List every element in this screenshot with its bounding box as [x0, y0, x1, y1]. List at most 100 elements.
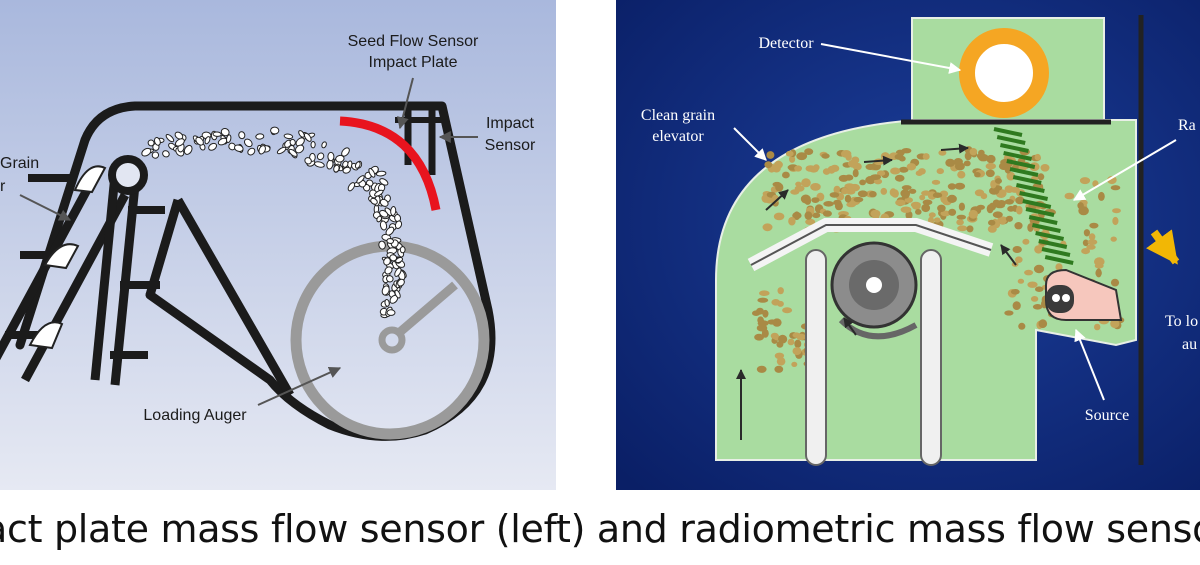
- grain-kernel: [782, 171, 790, 179]
- grain-kernel: [805, 218, 816, 225]
- grain-kernel: [772, 164, 781, 173]
- grain-kernel: [986, 204, 994, 214]
- grain-kernel: [1004, 199, 1014, 205]
- grain-particle: [394, 289, 401, 299]
- grain-kernel: [834, 201, 843, 211]
- flow-arrow: [843, 317, 857, 336]
- grain-kernel: [1012, 246, 1022, 253]
- grain-particle: [283, 133, 294, 140]
- radiation-rung: [1015, 183, 1045, 193]
- grain-kernel: [978, 154, 989, 162]
- grain-particle: [370, 197, 378, 205]
- radiation-rung: [1038, 239, 1068, 249]
- grain-kernel: [1055, 263, 1063, 271]
- grain-kernel: [1015, 256, 1023, 264]
- radiation-rung: [1022, 199, 1052, 209]
- grain-particle: [368, 168, 376, 178]
- grain-kernel: [995, 178, 1002, 184]
- grain-stream: [141, 126, 407, 319]
- grain-kernel: [765, 195, 774, 204]
- grain-kernel: [846, 201, 857, 208]
- grain-particle: [208, 142, 218, 151]
- grain-kernel: [901, 191, 910, 199]
- detector-icon: [959, 28, 1049, 118]
- radiation-rung: [1009, 167, 1039, 177]
- grain-kernel: [811, 197, 820, 204]
- grain-kernel: [812, 212, 821, 219]
- grain-kernel: [776, 357, 786, 366]
- radiation-rung: [1006, 159, 1036, 169]
- grain-kernel: [1110, 319, 1120, 328]
- grain-kernel: [905, 210, 913, 220]
- grain-kernel: [844, 174, 854, 181]
- grain-particle: [342, 160, 349, 168]
- grain-kernel: [1083, 229, 1090, 237]
- grain-kernel: [1110, 236, 1117, 242]
- grain-kernel: [1034, 153, 1041, 161]
- grain-particle: [376, 215, 383, 223]
- grain-kernel: [796, 333, 806, 341]
- grain-kernel: [1012, 301, 1021, 310]
- grain-kernel: [757, 297, 769, 303]
- grain-kernel: [1110, 185, 1121, 191]
- grain-particle: [384, 299, 390, 307]
- grain-kernel: [794, 185, 805, 192]
- grain-kernel: [1064, 192, 1075, 200]
- grain-kernel: [830, 164, 840, 172]
- grain-kernel: [756, 307, 764, 315]
- grain-kernel: [933, 217, 941, 223]
- grain-particle: [341, 147, 350, 157]
- flow-arrow: [765, 189, 789, 211]
- grain-kernel: [936, 168, 944, 175]
- grain-kernel: [1030, 296, 1039, 302]
- grain-kernel: [938, 149, 947, 156]
- grain-particle: [270, 126, 280, 135]
- clean-grain-label: Clean grain: [641, 107, 715, 124]
- source-pointer: [1074, 328, 1105, 401]
- grain-kernel: [757, 316, 764, 324]
- grain-kernel: [774, 365, 784, 373]
- grain-kernel: [847, 159, 859, 168]
- grain-kernel: [822, 210, 832, 217]
- grain-kernel: [957, 170, 966, 179]
- grain-kernel: [974, 172, 981, 178]
- grain-kernel: [922, 199, 933, 206]
- grain-kernel: [985, 162, 996, 170]
- flow-arrow: [1000, 244, 1017, 266]
- grain-kernel: [787, 338, 795, 346]
- grain-kernel: [890, 167, 901, 175]
- grain-kernel: [767, 319, 778, 325]
- grain-kernel: [880, 187, 888, 195]
- grain-particle: [379, 198, 389, 207]
- grain-kernel: [976, 204, 985, 210]
- grain-particle: [374, 189, 384, 197]
- loading-auger-pointer: [257, 366, 342, 406]
- grain-kernel: [1027, 281, 1038, 288]
- grain-kernel: [1010, 289, 1020, 295]
- radiation-rung: [1025, 207, 1055, 217]
- grain-particle: [162, 150, 170, 158]
- grain-kernel: [796, 152, 808, 161]
- grain-label: Grain: [0, 155, 39, 172]
- grain-kernel: [823, 201, 834, 207]
- grain-particle: [395, 257, 404, 264]
- grain-kernel: [1095, 269, 1102, 277]
- grain-kernel: [759, 290, 770, 297]
- grain-kernel: [1112, 216, 1119, 226]
- grain-kernel: [804, 211, 813, 220]
- grain-particle: [386, 309, 396, 316]
- discharge-label-fragment: To lo: [1165, 313, 1198, 330]
- grain-kernel: [1007, 205, 1015, 212]
- radiation-rung: [999, 143, 1029, 153]
- sensor-label: Sensor: [485, 137, 536, 154]
- grain-kernel: [963, 160, 971, 167]
- detector-label: Detector: [758, 35, 814, 52]
- grain-kernel: [985, 169, 995, 178]
- grain-particle: [394, 267, 402, 277]
- grain-kernel: [948, 208, 957, 216]
- radiation-rung: [1012, 175, 1042, 185]
- grain-kernel: [859, 179, 866, 186]
- grain-particle: [238, 131, 246, 140]
- radiation-rung: [1019, 191, 1049, 201]
- grain-particle: [195, 136, 204, 146]
